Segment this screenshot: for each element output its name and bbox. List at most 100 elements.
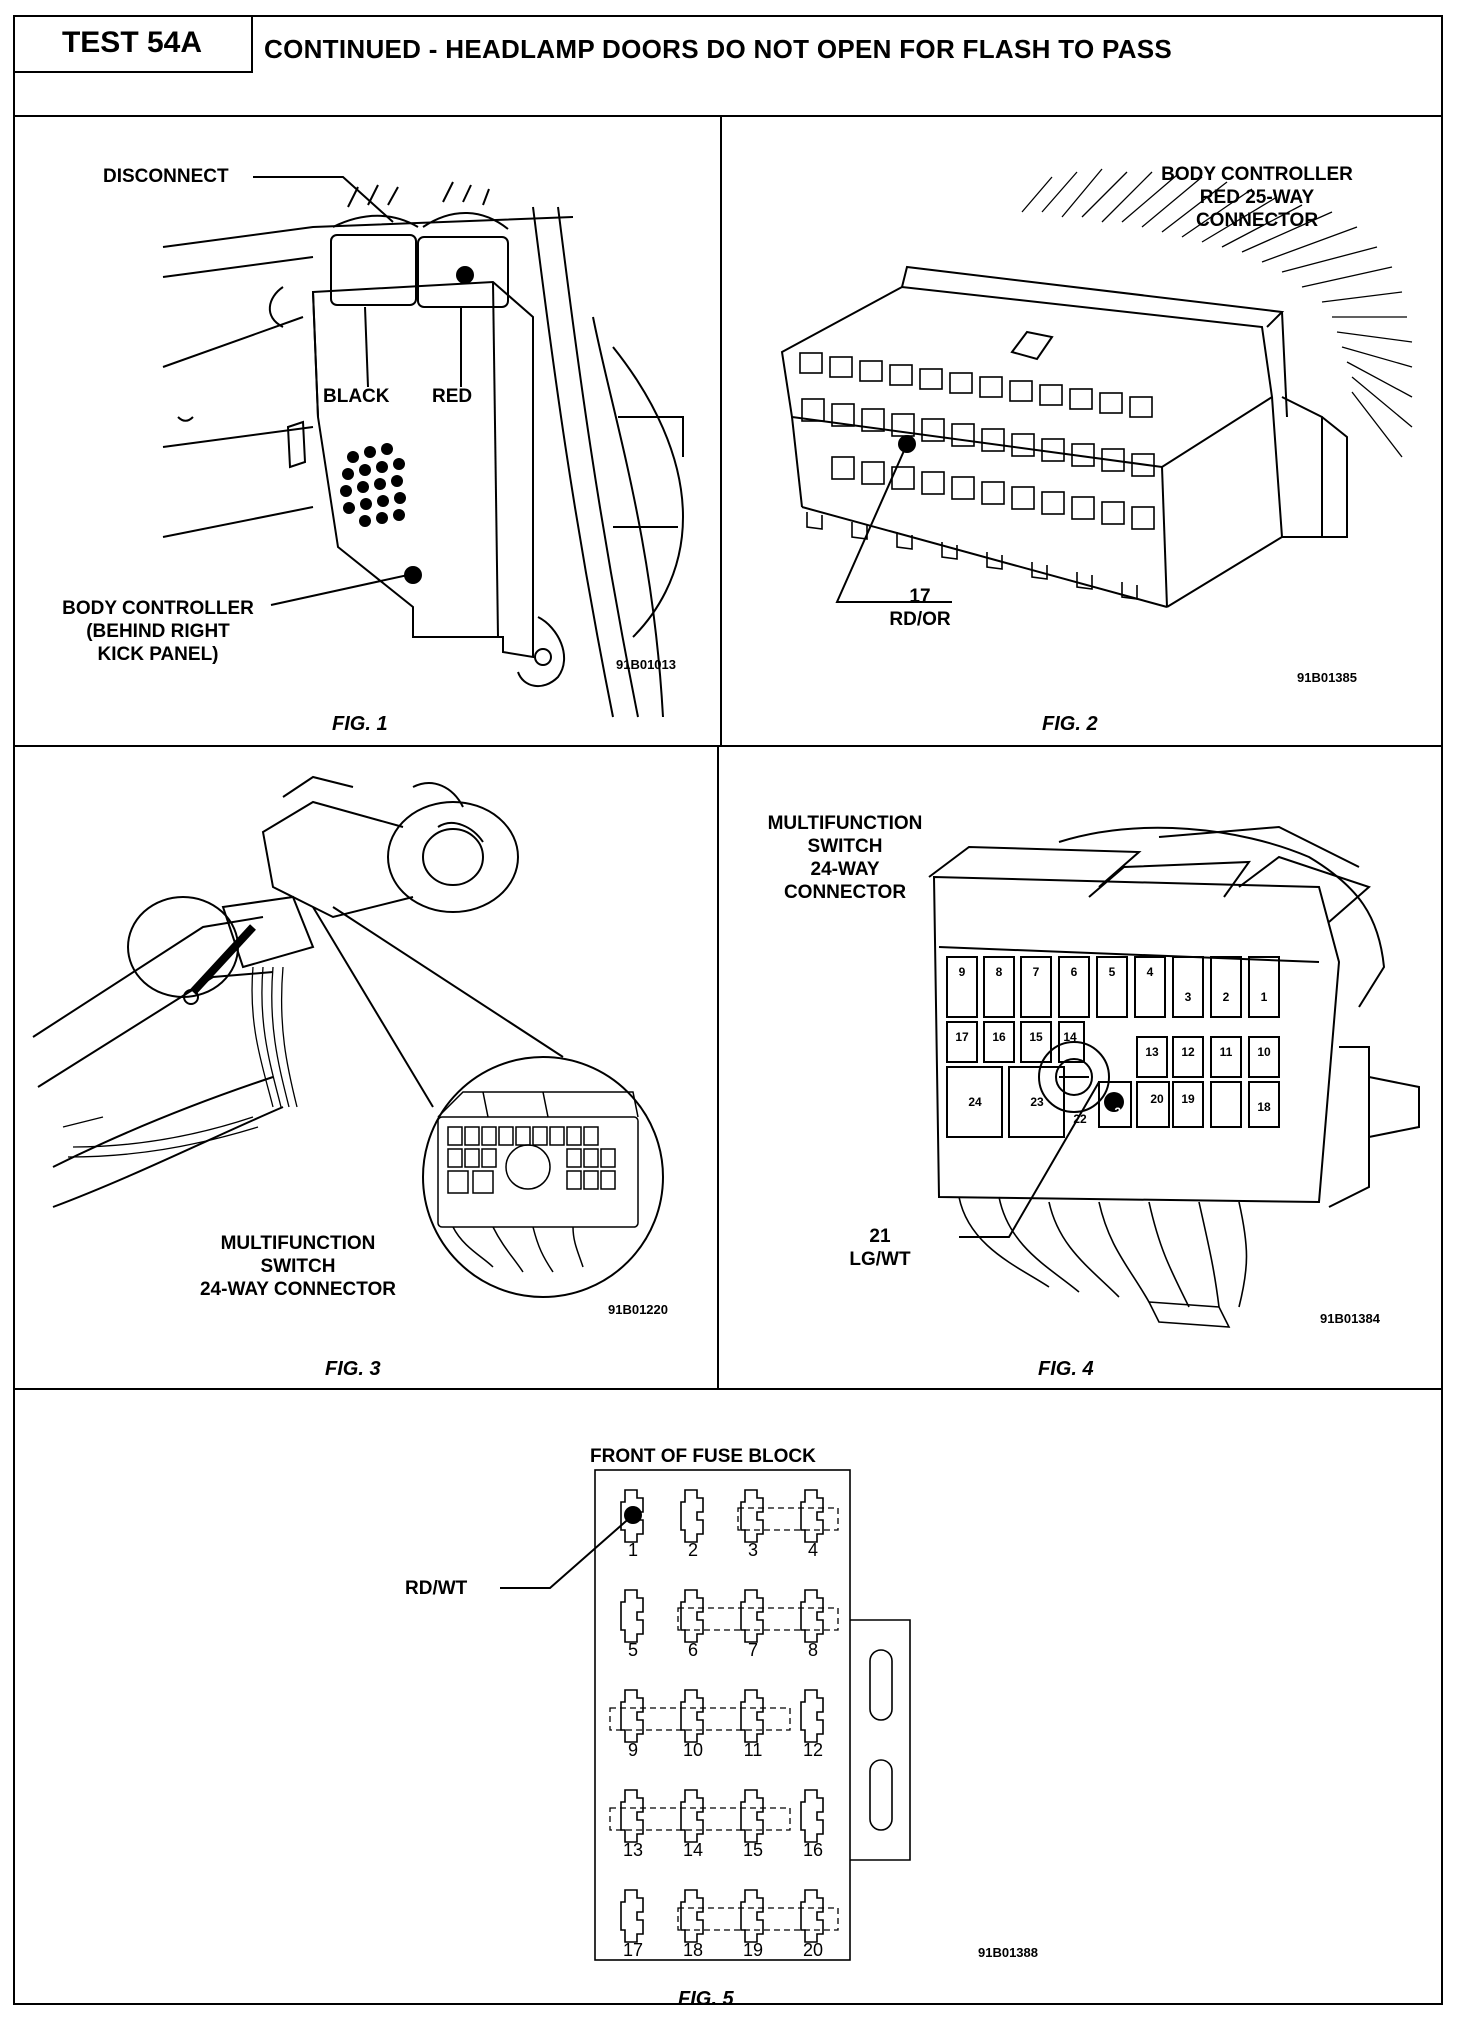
fuse-terminal-icon xyxy=(740,1689,764,1743)
fig3-label: MULTIFUNCTION SWITCH 24-WAY CONNECTOR xyxy=(183,1232,413,1301)
fig4-cavity-5: 5 xyxy=(1108,965,1116,979)
fig4-caption: FIG. 4 xyxy=(1038,1358,1094,1380)
fuse-number-1: 1 xyxy=(627,1540,638,1560)
page-title: CONTINUED - HEADLAMP DOORS DO NOT OPEN F… xyxy=(264,34,1173,64)
fuse-number-9: 9 xyxy=(627,1740,638,1760)
fig4-cavity-18: 18 xyxy=(1257,1100,1271,1114)
fuse-number-2: 2 xyxy=(687,1540,698,1560)
fig4-cavity-2: 2 xyxy=(1222,990,1230,1004)
fig4-cavity-23: 23 xyxy=(1030,1095,1044,1109)
fig1-red-label: RED xyxy=(432,386,473,407)
fuse-number-4: 4 xyxy=(807,1540,818,1560)
fuse-number-13: 13 xyxy=(622,1840,644,1860)
fuse-terminal-icon xyxy=(680,1589,704,1643)
fig4-cavity-21: 21 xyxy=(1114,1105,1128,1119)
fig1-caption: FIG. 1 xyxy=(332,713,388,735)
fuse-terminal-icon xyxy=(680,1889,704,1943)
fuse-terminal-icon xyxy=(800,1589,824,1643)
fig3-caption: FIG. 3 xyxy=(325,1358,381,1380)
fuse-number-3: 3 xyxy=(747,1540,758,1560)
fig1-body-controller-line1: BODY CONTROLLER xyxy=(62,598,254,619)
fig4-pin-label: 21 LG/WT xyxy=(840,1225,920,1271)
fig4-title-line1: MULTIFUNCTION xyxy=(767,813,923,834)
fig4-title-label: MULTIFUNCTION SWITCH 24-WAY CONNECTOR xyxy=(735,812,955,904)
fig2-pin-label: 17 RD/OR xyxy=(880,585,960,631)
fig4-title-line2: SWITCH xyxy=(807,836,883,857)
fig4-cavity-14: 14 xyxy=(1063,1030,1077,1044)
fig4-cavity-3: 3 xyxy=(1184,990,1192,1004)
fig4-cavity-9: 9 xyxy=(958,965,966,979)
fig4-cavity-1: 1 xyxy=(1260,990,1268,1004)
fuse-terminal-icon xyxy=(680,1689,704,1743)
fuse-terminal-icon xyxy=(620,1489,644,1543)
fig4-cavity-8: 8 xyxy=(995,965,1003,979)
fuse-number-8: 8 xyxy=(807,1640,818,1660)
fig4-code: 91B01384 xyxy=(1320,1311,1380,1326)
fuse-number-10: 10 xyxy=(682,1740,704,1760)
fig2-title-line3: CONNECTOR xyxy=(1195,210,1319,231)
fuse-number-7: 7 xyxy=(747,1640,758,1660)
fig5-code: 91B01388 xyxy=(978,1945,1038,1960)
fig2-title-line2: RED 25-WAY xyxy=(1199,187,1315,208)
fig4-cavity-15: 15 xyxy=(1029,1030,1043,1044)
fig3-label-line2: SWITCH xyxy=(260,1256,336,1277)
page-frame xyxy=(13,15,1443,2005)
fuse-terminal-icon xyxy=(800,1789,824,1843)
fig4-title-line4: CONNECTOR xyxy=(783,882,907,903)
fuse-terminal-icon xyxy=(740,1889,764,1943)
fuse-number-6: 6 xyxy=(687,1640,698,1660)
fig1-code: 91B01013 xyxy=(616,657,676,672)
row-divider-1 xyxy=(13,745,1443,747)
fig1-body-controller-illustration xyxy=(162,176,685,718)
fig4-cavity-6: 6 xyxy=(1070,965,1078,979)
fig1-disconnect-label: DISCONNECT xyxy=(103,166,229,187)
col-divider-2 xyxy=(717,745,719,1388)
fuse-number-15: 15 xyxy=(742,1840,764,1860)
fuse-number-5: 5 xyxy=(627,1640,638,1660)
fig4-cavity-24: 24 xyxy=(968,1095,982,1109)
fig3-label-line1: MULTIFUNCTION xyxy=(220,1233,376,1254)
fuse-number-16: 16 xyxy=(802,1840,824,1860)
fig4-cavity-4: 4 xyxy=(1146,965,1154,979)
row-divider-2 xyxy=(13,1388,1443,1390)
header-divider xyxy=(13,115,1443,117)
fuse-number-18: 18 xyxy=(682,1940,704,1960)
fig1-body-controller-line2: (BEHIND RIGHT xyxy=(86,621,230,642)
fig4-cavity-13: 13 xyxy=(1145,1045,1159,1059)
fig3-steering-column-illustration xyxy=(32,775,664,1298)
fuse-number-19: 19 xyxy=(742,1940,764,1960)
fuse-terminal-icon xyxy=(740,1789,764,1843)
fuse-terminal-icon xyxy=(680,1489,704,1543)
fig4-24-way-connector-illustration xyxy=(928,825,1420,1328)
fig2-pin-color: RD/OR xyxy=(889,609,951,630)
fuse-terminal-icon xyxy=(800,1489,824,1543)
fig5-fuse-block-illustration xyxy=(500,1469,911,1961)
fig4-cavity-11: 11 xyxy=(1219,1045,1233,1059)
fig4-cavity-12: 12 xyxy=(1181,1045,1195,1059)
fig3-code: 91B01220 xyxy=(608,1302,668,1317)
fuse-terminal-icon xyxy=(620,1889,644,1943)
fig2-title-label: BODY CONTROLLER RED 25-WAY CONNECTOR xyxy=(1122,163,1392,232)
fig4-pin-number: 21 xyxy=(869,1226,891,1247)
fuse-number-11: 11 xyxy=(743,1740,763,1760)
fig5-wire-label: RD/WT xyxy=(405,1578,468,1599)
fig2-pin-number: 17 xyxy=(909,586,931,607)
fig5-caption: FIG. 5 xyxy=(678,1988,734,2010)
fig4-cavity-19: 19 xyxy=(1181,1092,1195,1106)
fig4-cavity-16: 16 xyxy=(992,1030,1006,1044)
fig2-caption: FIG. 2 xyxy=(1042,713,1098,735)
fuse-terminal-icon xyxy=(680,1789,704,1843)
fig4-cavity-22: 22 xyxy=(1073,1112,1087,1126)
fig4-pin-color: LG/WT xyxy=(849,1249,911,1270)
fuse-number-20: 20 xyxy=(802,1940,824,1960)
fuse-terminal-icon xyxy=(620,1789,644,1843)
fuse-number-17: 17 xyxy=(622,1940,644,1960)
fig2-title-line1: BODY CONTROLLER xyxy=(1161,164,1353,185)
fuse-terminal-icon xyxy=(620,1589,644,1643)
fig4-cavity-20: 20 xyxy=(1150,1092,1164,1106)
fig1-black-label: BLACK xyxy=(323,386,390,407)
fuse-number-14: 14 xyxy=(682,1840,704,1860)
fuse-number-12: 12 xyxy=(802,1740,824,1760)
test-id: TEST 54A xyxy=(13,15,253,73)
fig4-title-line3: 24-WAY xyxy=(810,859,880,880)
